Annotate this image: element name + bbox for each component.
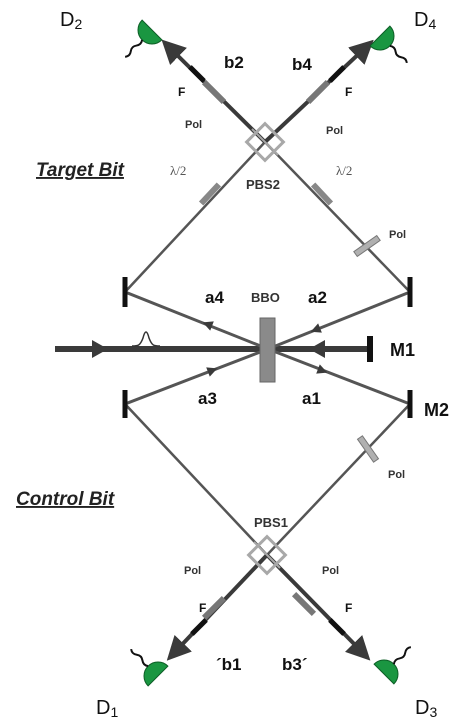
polarizers	[198, 79, 381, 621]
beam-lr-to-pbs1	[266, 403, 411, 556]
half-wave-plate-icon	[310, 182, 334, 206]
filter-icon	[190, 618, 208, 636]
photodetector-icon	[369, 25, 408, 64]
filters	[188, 65, 346, 636]
filter-icon	[188, 65, 206, 83]
photodetector-icon	[373, 646, 412, 685]
beam-ur-to-pbs2	[264, 141, 411, 293]
polarizer-label: Pol	[184, 565, 201, 577]
beam-direction-arrows	[92, 321, 328, 377]
mirror-m2-label: M2	[424, 400, 449, 420]
polarizer-label: Pol	[389, 229, 406, 241]
filter-label: F	[345, 85, 352, 99]
pbs2-icon	[244, 121, 286, 163]
mode-a3-label: a3	[198, 389, 217, 408]
mode-a1-label: a1	[302, 389, 321, 408]
filter-label: F	[199, 601, 206, 615]
bbo-crystal	[259, 317, 276, 383]
pbs1-label: PBS1	[254, 515, 288, 530]
beam-a4	[124, 290, 269, 351]
polarizer-icon	[305, 79, 331, 105]
pbs2-label: PBS2	[246, 177, 280, 192]
filter-icon	[328, 618, 346, 636]
filter-label: F	[345, 601, 352, 615]
pump-return-arrow	[309, 340, 325, 358]
polarizer-icon	[201, 79, 227, 105]
polarizer-icon	[291, 591, 317, 617]
mode-b3-label: b3´	[282, 655, 308, 674]
mode-b2-label: b2	[224, 53, 244, 72]
beam-a1	[267, 347, 411, 406]
filter-label: F	[178, 85, 185, 99]
mirrors	[122, 277, 413, 418]
half-wave-plate-icon	[198, 182, 222, 206]
target-bit-heading: Target Bit	[36, 160, 125, 181]
waveplate-label: λ/2	[170, 163, 186, 178]
mode-a2-label: a2	[308, 288, 327, 307]
mode-a4-label: a4	[205, 288, 224, 307]
detector-d1-label: D1	[96, 697, 118, 720]
bbo-label: BBO	[251, 290, 280, 305]
waveplate-label: λ/2	[336, 163, 352, 178]
polarizer-icon	[356, 435, 380, 463]
photodetector-icon	[124, 19, 163, 58]
detector-d2-label: D2	[60, 9, 82, 32]
mirror-m1-label: M1	[390, 340, 415, 360]
beam-b3-out	[265, 553, 371, 661]
mode-b4-label: b4	[292, 55, 312, 74]
filter-icon	[328, 65, 346, 83]
a3-arrow	[206, 367, 218, 377]
pump-arrow	[92, 340, 108, 358]
mode-b1-label: ´b1	[216, 655, 242, 674]
polarizer-label: Pol	[322, 565, 339, 577]
beam-ll-to-pbs1	[124, 403, 268, 556]
a2-arrow	[310, 323, 322, 333]
polarizer-label: Pol	[185, 119, 202, 131]
polarizer-label: Pol	[388, 469, 405, 481]
polarizer-icon	[353, 234, 381, 258]
photodetector-icon	[130, 648, 169, 687]
polarizer-label: Pol	[326, 125, 343, 137]
pump-pulse-icon	[131, 331, 161, 347]
pbs1-icon	[246, 534, 288, 576]
a1-arrow	[316, 364, 328, 374]
control-bit-heading: Control Bit	[16, 489, 115, 510]
beam-a3	[124, 347, 269, 406]
a4-arrow	[202, 321, 214, 331]
detectors	[124, 19, 412, 687]
beam-a2	[267, 290, 411, 351]
beam-paths	[55, 39, 411, 661]
detector-d4-label: D4	[414, 9, 436, 32]
polarizer-icon	[201, 595, 227, 621]
detector-d3-label: D3	[415, 697, 437, 720]
beam-ul-to-pbs2	[124, 141, 266, 293]
